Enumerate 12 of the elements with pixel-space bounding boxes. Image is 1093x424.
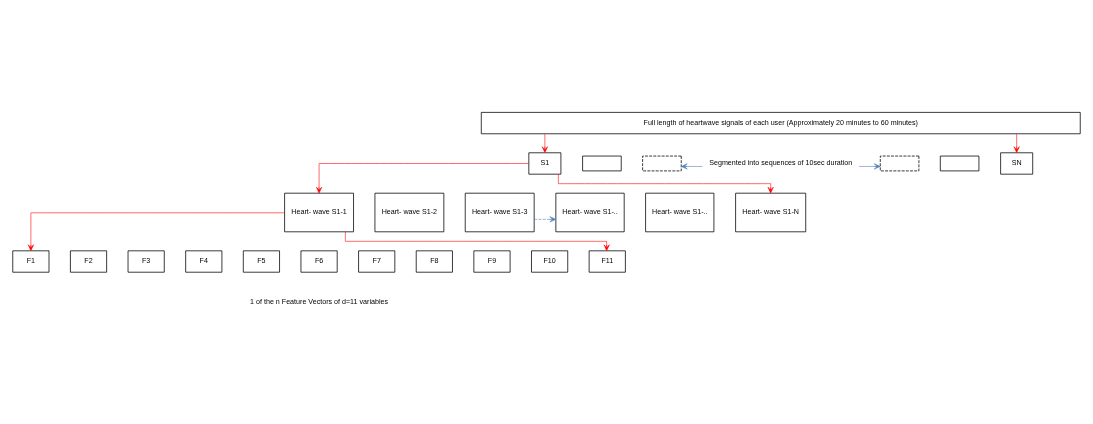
arrow <box>681 163 703 169</box>
arrow <box>1013 133 1020 153</box>
arrow <box>534 215 557 222</box>
node-box <box>879 155 920 171</box>
arrow <box>345 231 610 251</box>
arrow <box>858 163 881 169</box>
node-box <box>642 155 682 171</box>
node-box <box>939 155 980 171</box>
node-box <box>582 155 622 171</box>
arrow <box>541 133 548 153</box>
arrow <box>316 162 530 193</box>
arrow <box>27 212 285 251</box>
